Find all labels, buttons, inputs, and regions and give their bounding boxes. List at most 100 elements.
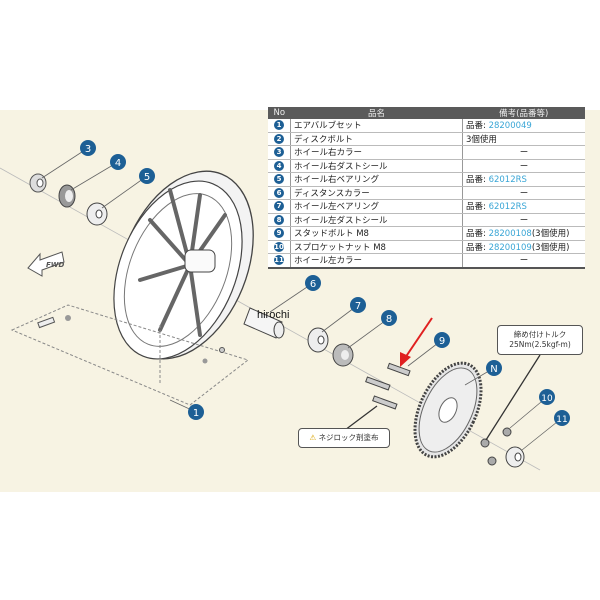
number-badge: 3 [274, 147, 284, 158]
number-badge: 10 [274, 241, 284, 252]
svg-text:3: 3 [85, 144, 91, 155]
header-name: 品名 [290, 107, 463, 119]
note-prefix: 品番: [466, 175, 489, 186]
part-number: 28200108 [488, 229, 532, 240]
part-name: ディスタンスカラー [290, 186, 463, 200]
table-row: 11 ホイール左カラー ー [268, 253, 585, 269]
svg-text:6: 6 [310, 279, 316, 290]
svg-text:8: 8 [386, 314, 392, 325]
fwd-label: FWD [46, 261, 65, 269]
note-prefix: 品番: [466, 121, 489, 132]
row-number: 2 [268, 132, 291, 146]
number-badge: 7 [274, 201, 284, 212]
part-name: ホイール右ベアリング [290, 172, 463, 187]
note-dash: ー [519, 161, 529, 172]
svg-text:7: 7 [355, 301, 361, 312]
sprocket-nuts [480, 427, 512, 466]
header-note: 備考(品番等) [462, 107, 585, 119]
note-prefix: 品番: [466, 229, 489, 240]
callout-8: 8 [381, 310, 397, 326]
number-badge: 9 [274, 228, 284, 239]
number-badge: 8 [274, 214, 284, 225]
number-badge: 11 [274, 255, 284, 266]
warning-icon: ⚠ [309, 433, 317, 442]
part-name: スプロケットナット M8 [290, 240, 463, 254]
table-row: 8 ホイール左ダストシール ー [268, 213, 585, 227]
part-note: ー [462, 145, 585, 160]
number-badge: 2 [274, 133, 284, 144]
torque-note: 締め付けトルク 25Nm(2.5kgf-m) [497, 325, 583, 355]
part-3-right-collar [29, 173, 47, 193]
part-note: 品番: 62012RS [462, 172, 585, 187]
part-name: ホイール左ベアリング [290, 199, 463, 214]
number-badge: 5 [274, 174, 284, 185]
warning-note: ⚠ ネジロック剤塗布 [298, 428, 390, 448]
number-badge: 1 [274, 120, 284, 131]
part-number: 28200109 [488, 242, 532, 253]
part-9-stud-bolts [365, 362, 411, 410]
watermark: hirochi [257, 309, 290, 321]
callout-6: 6 [305, 275, 321, 291]
part-11-left-collar [505, 446, 525, 468]
svg-text:10: 10 [541, 394, 553, 404]
row-number: 3 [268, 145, 291, 160]
part-4-right-dust-seal [58, 184, 76, 208]
part-number: 28200049 [488, 121, 532, 132]
svg-text:1: 1 [193, 408, 199, 419]
part-note: 品番: 28200108(3個使用) [462, 226, 585, 241]
callout-11: 11 [554, 410, 570, 426]
table-row: 5 ホイール右ベアリング品番: 62012RS [268, 172, 585, 187]
row-number: 11 [268, 253, 291, 269]
header-no: No [268, 107, 291, 119]
wheel [113, 170, 254, 360]
part-name: ホイール左ダストシール [290, 213, 463, 227]
sprocket [413, 361, 483, 459]
part-note: 品番: 28200109(3個使用) [462, 240, 585, 254]
callout-5: 5 [139, 168, 155, 184]
note-dash: ー [519, 215, 529, 226]
red-arrow-indicator [400, 317, 433, 367]
air-valve-detail-box [10, 304, 250, 406]
part-name: ホイール右ダストシール [290, 159, 463, 173]
svg-text:11: 11 [556, 415, 567, 425]
part-name: ホイール左カラー [290, 253, 463, 269]
row-number: 4 [268, 159, 291, 173]
part-8-left-dust-seal [332, 343, 354, 367]
svg-text:N: N [490, 364, 497, 375]
part-note: ー [462, 213, 585, 227]
part-name: ディスクボルト [290, 132, 463, 146]
part-name: ホイール右カラー [290, 145, 463, 160]
callout-3: 3 [80, 140, 96, 156]
part-name: スタッドボルト M8 [290, 226, 463, 241]
callout-10: 10 [539, 389, 555, 405]
row-number: 9 [268, 226, 291, 241]
fwd-arrow-icon: FWD [27, 251, 65, 277]
callout-4: 4 [110, 154, 126, 170]
part-number: 62012RS [488, 175, 527, 186]
callout-1: 1 [188, 404, 204, 420]
torque-note-line1: 締め付けトルク [513, 330, 567, 339]
svg-text:9: 9 [439, 336, 445, 347]
part-note: 品番: 62012RS [462, 199, 585, 214]
note-dash: ー [519, 148, 529, 159]
note-dash: ー [519, 256, 529, 267]
torque-note-line2: 25Nm(2.5kgf-m) [509, 340, 571, 349]
note-suffix: (3個使用) [531, 229, 570, 240]
row-number: 7 [268, 199, 291, 214]
table-row: 3 ホイール右カラー ー [268, 145, 585, 160]
part-note: ー [462, 186, 585, 200]
note-prefix: 品番: [466, 202, 489, 213]
note-prefix: 3個使用 [466, 134, 497, 145]
table-row: 7 ホイール左ベアリング品番: 62012RS [268, 199, 585, 214]
svg-text:5: 5 [144, 172, 150, 183]
part-note: 3個使用 [462, 132, 585, 146]
row-number: 6 [268, 186, 291, 200]
part-1-air-valve [37, 315, 225, 364]
